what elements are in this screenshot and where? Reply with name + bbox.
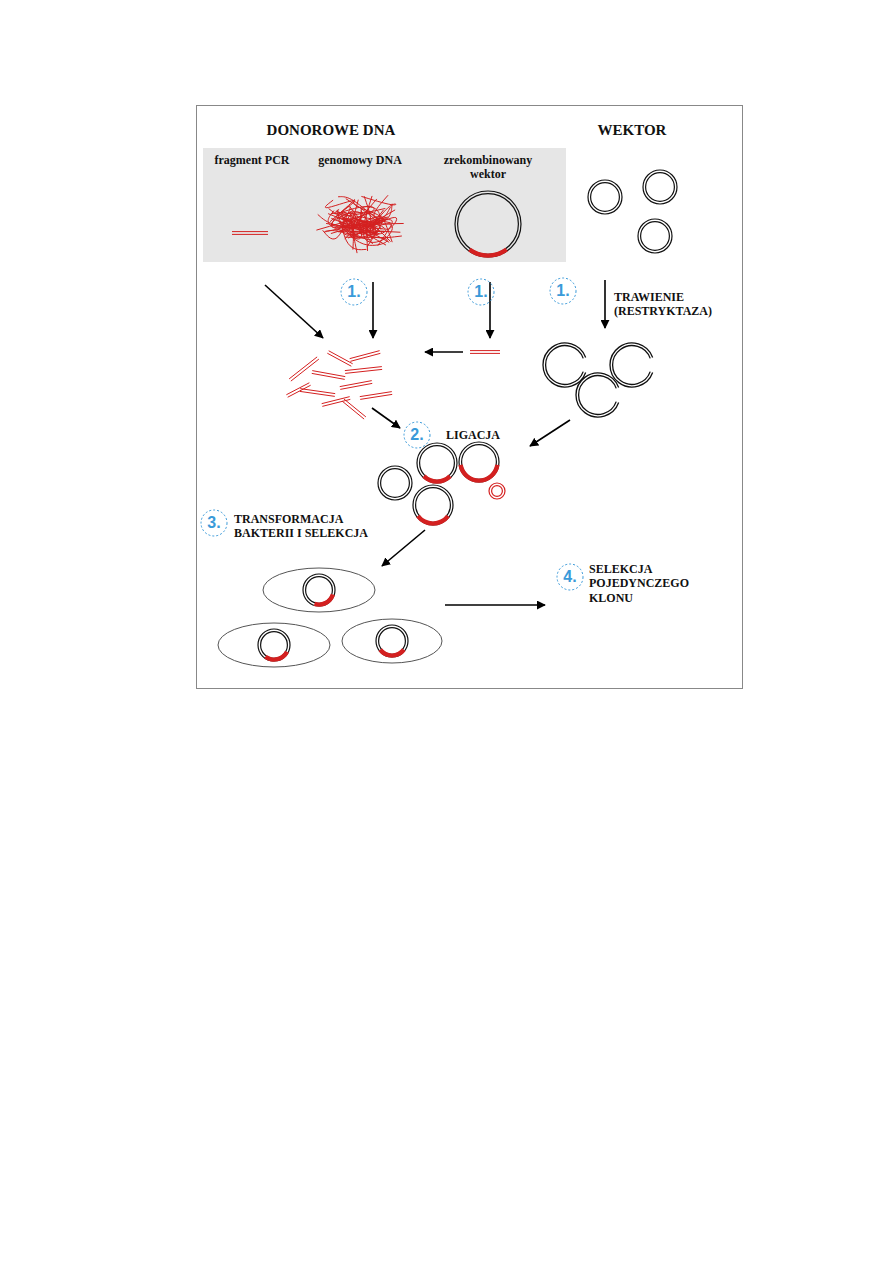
callout-number: 3. bbox=[207, 513, 220, 532]
dna-fragment bbox=[350, 351, 380, 359]
cut-vector bbox=[576, 373, 619, 417]
dna-fragment bbox=[342, 401, 364, 419]
plasmid bbox=[417, 443, 457, 484]
dna-fragment bbox=[345, 367, 382, 371]
flow-arrow bbox=[372, 282, 374, 338]
dna-fragment bbox=[329, 351, 353, 364]
step-label: TRAWIENIE (RESTRYKTAZA) bbox=[614, 290, 732, 319]
dna-fragment bbox=[289, 357, 317, 379]
plasmid bbox=[303, 574, 335, 607]
bacterium bbox=[342, 619, 442, 663]
source-label: genomowy DNA bbox=[318, 153, 402, 167]
source-label: fragment PCR bbox=[215, 153, 290, 167]
flow-arrow bbox=[445, 604, 545, 606]
plasmid bbox=[588, 180, 622, 214]
plasmid bbox=[643, 170, 677, 204]
plasmid bbox=[638, 219, 672, 253]
cut-vector bbox=[610, 343, 653, 387]
flow-arrow bbox=[489, 282, 491, 338]
dna-fragment bbox=[340, 383, 372, 389]
genomic-dna bbox=[328, 207, 380, 227]
plasmid bbox=[489, 483, 505, 499]
callout-number: 4. bbox=[563, 567, 576, 586]
step-label: LIGACJA bbox=[446, 428, 500, 442]
flow-arrow bbox=[425, 351, 463, 353]
callout-number: 2. bbox=[410, 425, 423, 444]
step-circle bbox=[341, 279, 367, 305]
section-heading: DONOROWE DNA bbox=[267, 121, 396, 139]
dna-fragment bbox=[288, 385, 311, 397]
plasmid bbox=[458, 442, 499, 483]
step-circle bbox=[201, 510, 227, 536]
bacterium bbox=[263, 568, 375, 612]
plasmid bbox=[258, 629, 290, 662]
genomic-dna bbox=[349, 195, 388, 232]
bacterium bbox=[218, 623, 330, 667]
dna-fragment bbox=[360, 392, 392, 397]
flow-arrow bbox=[372, 408, 400, 428]
cut-vector bbox=[543, 343, 586, 387]
plasmid bbox=[455, 191, 521, 258]
dna-fragment bbox=[312, 373, 345, 379]
step-circle bbox=[550, 278, 576, 304]
dna-fragment bbox=[470, 353, 500, 354]
genomic-dna bbox=[348, 196, 392, 242]
callout-number: 1. bbox=[347, 282, 360, 301]
dna-fragment bbox=[291, 359, 319, 381]
dna-fragment bbox=[470, 350, 500, 351]
callout-number: 1. bbox=[556, 281, 569, 300]
source-label: zrekombinowany wektor bbox=[432, 153, 544, 182]
dna-fragment bbox=[360, 394, 392, 399]
plasmid bbox=[376, 625, 408, 658]
step-circle bbox=[404, 422, 430, 448]
plasmid bbox=[413, 485, 453, 526]
dna-fragment bbox=[340, 381, 372, 387]
dna-fragment bbox=[300, 389, 335, 394]
section-heading: WEKTOR bbox=[598, 121, 667, 139]
dna-fragment bbox=[344, 399, 366, 417]
dna-fragment bbox=[232, 234, 268, 235]
flow-arrow bbox=[265, 285, 323, 338]
step-circle bbox=[557, 564, 583, 590]
step-label: SELEKCJA POJEDYNCZEGO KLONU bbox=[589, 562, 717, 605]
donor-band: fragment PCR genomowy DNA zrekombinowany w… bbox=[203, 148, 566, 262]
step-label: TRANSFORMACJA BAKTERII I SELEKCJA bbox=[234, 512, 402, 541]
dna-fragment bbox=[312, 371, 345, 377]
flow-arrow bbox=[530, 420, 570, 446]
plasmid bbox=[378, 466, 412, 500]
dna-fragment bbox=[286, 383, 309, 395]
dna-fragment bbox=[300, 391, 335, 396]
dna-fragment bbox=[327, 353, 351, 366]
donor-band bbox=[203, 148, 566, 262]
dna-fragment bbox=[232, 231, 268, 232]
flow-arrow bbox=[604, 280, 606, 328]
flow-arrow bbox=[382, 530, 425, 566]
frame bbox=[197, 106, 743, 689]
step-circle bbox=[468, 279, 494, 305]
callout-number: 1. bbox=[474, 282, 487, 301]
